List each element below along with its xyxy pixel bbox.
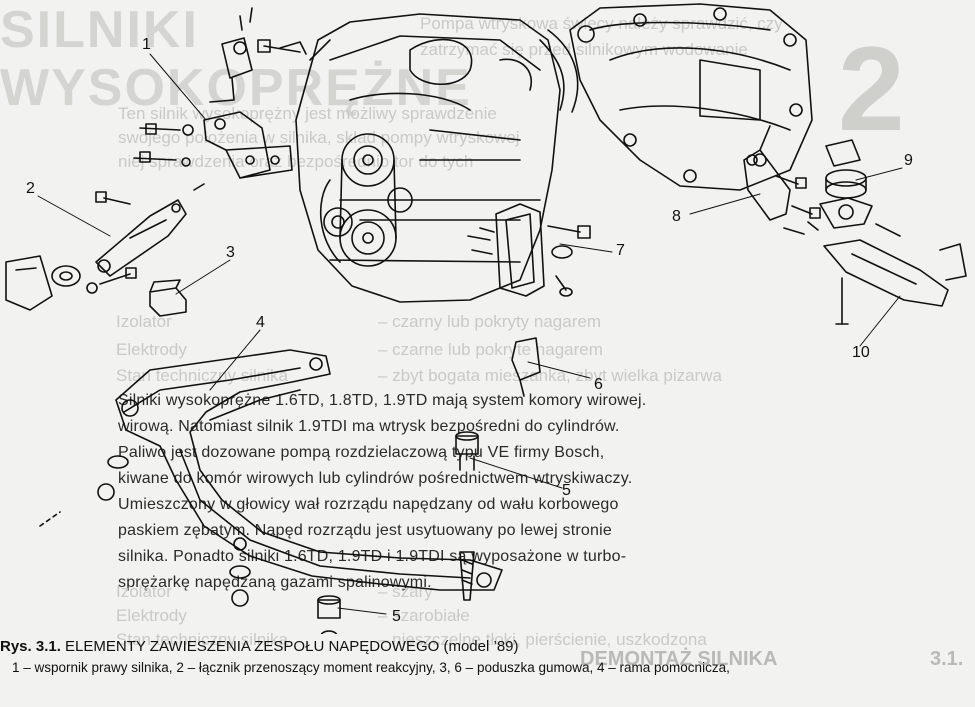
callout-number-9: 9 — [904, 152, 913, 169]
caption-prefix: Rys. 3.1. — [0, 638, 61, 655]
suspension-exploded-diagram — [5, 3, 967, 634]
callout-number-5b: 5 — [392, 608, 401, 625]
part-3-rubber-mount — [149, 279, 187, 317]
part-6-mount — [467, 203, 545, 397]
background-body-line: paskiem zębatym. Napęd rozrządu jest usy… — [118, 522, 612, 539]
background-body-line: Paliwo jest dozowane pompą rozdzielaczow… — [118, 444, 605, 461]
callout-number-10: 10 — [852, 344, 870, 361]
background-body-line: sprężarkę napędzaną gazami spalinowymi. — [118, 574, 432, 591]
callout-number-3: 3 — [226, 244, 235, 261]
part-2-torque-link — [5, 183, 205, 311]
callout-number-5: 5 — [562, 482, 571, 499]
part-9-mount — [807, 139, 901, 237]
gearbox — [569, 3, 813, 191]
callout-number-7: 7 — [616, 242, 625, 259]
callout-number-1: 1 — [142, 36, 151, 53]
part-10-arm — [823, 239, 967, 325]
part-8-bracket — [743, 125, 821, 235]
background-chapter-digit: 2 — [838, 22, 905, 156]
caption-suffix: (model ’89) — [443, 638, 519, 655]
callout-number-6: 6 — [594, 376, 603, 393]
caption-title: ELEMENTY ZAWIESZENIA ZESPOŁU NAPĘDOWEGO — [65, 638, 440, 655]
part-7-bolt — [547, 225, 591, 297]
engine-block — [295, 13, 579, 303]
background-body-line: Umieszczony w głowicy wał rozrządu napęd… — [118, 496, 619, 513]
figure-caption: Rys. 3.1. ELEMENTY ZAWIESZENIA ZESPOŁU N… — [0, 634, 975, 707]
part-1-bracket — [133, 7, 331, 179]
callout-number-8: 8 — [672, 208, 681, 225]
callout-leaders — [37, 53, 903, 615]
background-body-line: kiwane do komór wirowych lub cylindrów p… — [118, 470, 633, 487]
callout-number-4: 4 — [256, 314, 265, 331]
caption-title-line: Rys. 3.1. ELEMENTY ZAWIESZENIA ZESPOŁU N… — [0, 638, 519, 655]
background-body-line: wirową. Natomiast silnik 1.9TDI ma wtrys… — [118, 418, 620, 435]
part-5-bushing — [317, 431, 479, 634]
caption-legend: 1 – wspornik prawy silnika, 2 – łącznik … — [12, 660, 730, 675]
part-4-subframe — [39, 349, 503, 607]
callout-number-2: 2 — [26, 180, 35, 197]
